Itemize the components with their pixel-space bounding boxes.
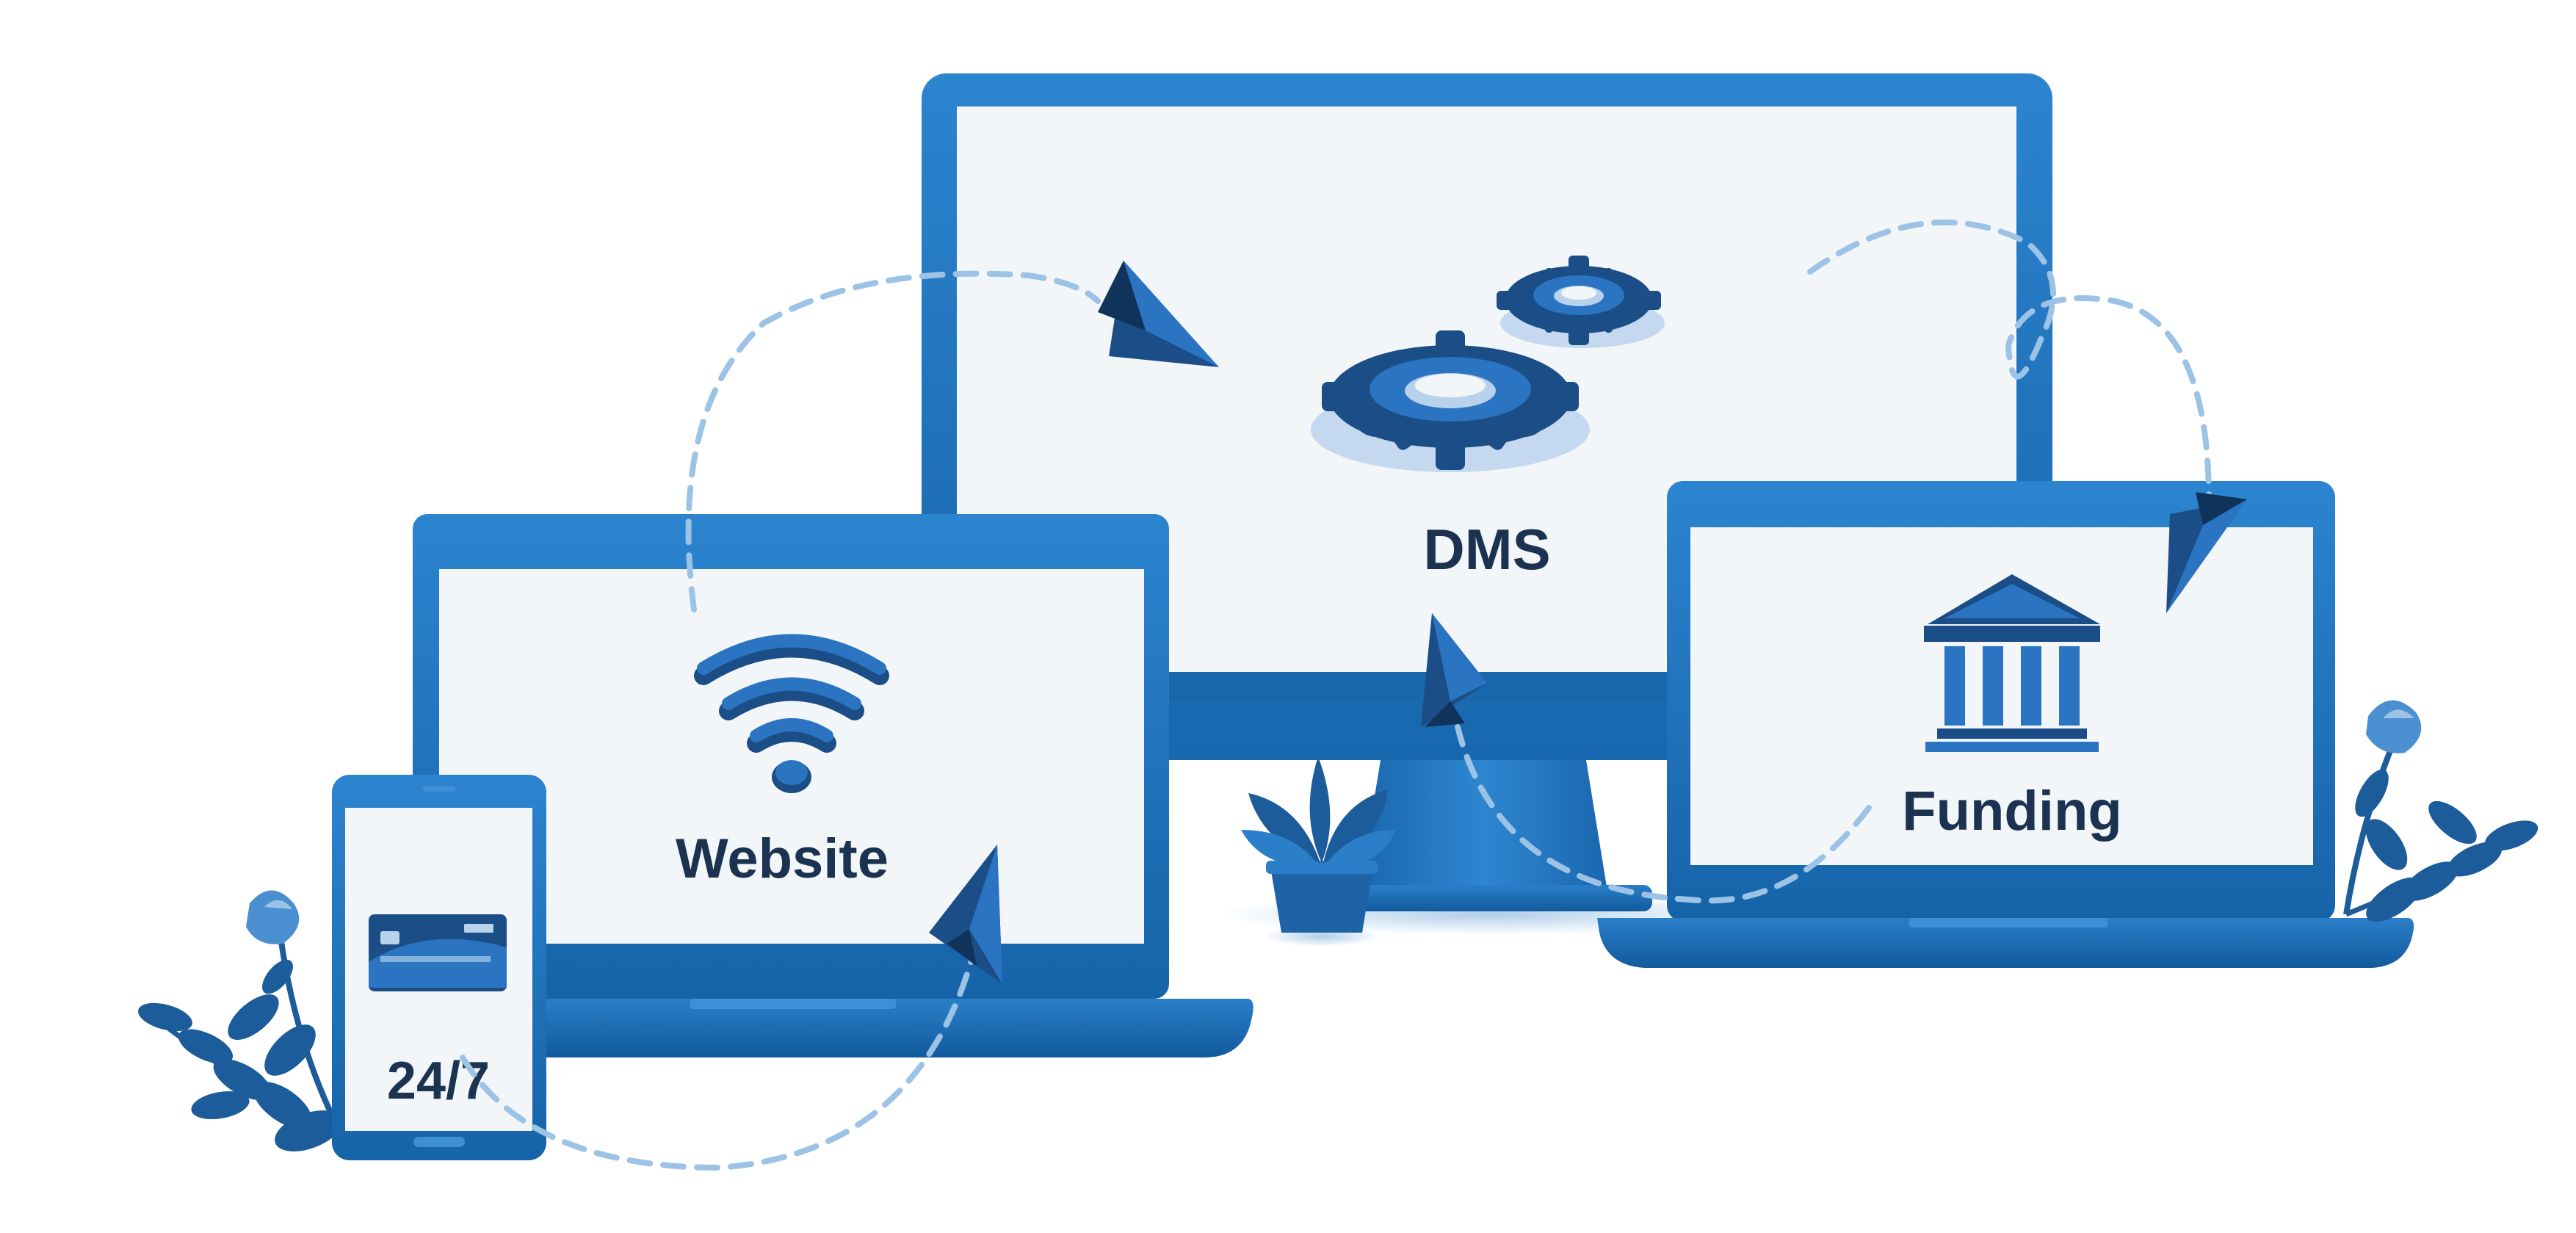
right-foliage	[2346, 701, 2542, 930]
phone-speaker	[422, 786, 456, 792]
laptop-right-device: Funding	[1597, 481, 2414, 968]
phone-label: 24/7	[387, 1052, 490, 1110]
monitor-stand	[1358, 760, 1608, 896]
credit-card-icon	[369, 914, 507, 991]
funding-label: Funding	[1902, 780, 2122, 842]
left-foliage	[135, 891, 347, 1160]
laptop-right-notch	[1909, 918, 2108, 928]
phone-device: 24/7	[332, 775, 546, 1160]
dms-label: DMS	[1423, 517, 1550, 582]
website-label: Website	[676, 828, 889, 890]
laptop-left-notch	[690, 999, 896, 1009]
phone-home-button	[413, 1137, 465, 1147]
